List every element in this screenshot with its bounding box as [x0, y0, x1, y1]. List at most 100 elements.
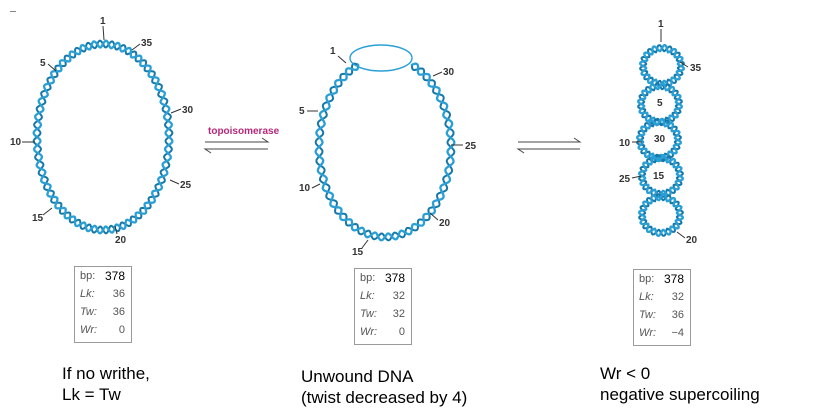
lk-key: Lk:	[639, 291, 654, 303]
tw-row: Tw: 36	[75, 303, 131, 321]
bp-row: bp: 378	[75, 267, 131, 285]
panel-unwound-caption: Unwound DNA (twist decreased by 4)	[301, 366, 467, 408]
position-label: 25	[465, 141, 477, 152]
wr-key: Wr:	[639, 327, 657, 339]
tick-line	[311, 183, 321, 189]
tick-line	[169, 179, 180, 185]
position-label: 35	[141, 38, 153, 49]
dna-strand-front	[638, 193, 684, 237]
position-label: 5	[40, 58, 46, 69]
panel-relaxed-caption: If no writhe, Lk = Tw	[62, 363, 150, 405]
caption-line-2: negative supercoiling	[600, 385, 760, 404]
position-label: 20	[686, 235, 698, 246]
tw-key: Tw:	[80, 306, 97, 318]
tw-row: Tw: 36	[634, 306, 690, 324]
lk-row: Lk: 36	[75, 285, 131, 303]
bp-key: bp:	[360, 272, 376, 284]
position-label: 30	[182, 105, 194, 116]
position-label: 25	[180, 180, 192, 191]
caption-line-2: Lk = Tw	[62, 385, 121, 404]
lk-value: 32	[671, 291, 684, 303]
bp-key: bp:	[80, 270, 96, 282]
panel-supercoiled-caption: Wr < 0 negative supercoiling	[600, 363, 760, 405]
bp-value: 378	[384, 271, 405, 285]
tw-row: Tw: 32	[355, 305, 411, 323]
position-label: 10	[10, 137, 22, 148]
dna-strand-front	[314, 62, 456, 242]
tick-line	[676, 231, 686, 239]
position-label: 20	[439, 218, 451, 229]
dna-strand-front	[639, 44, 685, 88]
dna-strand-front	[637, 82, 683, 126]
panel-relaxed-position-labels: 1 5 10 15 20 25 30 35	[10, 16, 194, 246]
tick-line	[679, 61, 689, 68]
position-label: 10	[619, 138, 631, 149]
equilibrium-arrow-2	[516, 137, 582, 154]
wr-key: Wr:	[360, 326, 378, 338]
caption-line-1: Wr < 0	[600, 364, 651, 383]
tw-key: Tw:	[360, 308, 377, 320]
bp-value: 378	[663, 272, 684, 286]
position-label: 25	[619, 174, 631, 185]
wr-row: Wr: 0	[75, 321, 131, 339]
tick-line	[432, 71, 443, 77]
caption-line-1: Unwound DNA	[301, 367, 414, 386]
tick-line	[47, 63, 57, 72]
position-label: 30	[654, 134, 666, 145]
panel-supercoiled-position-labels: 1 35 5 10 30 25 15 20	[619, 19, 702, 246]
wr-value: 0	[118, 324, 125, 336]
panel-unwound-info-box: bp: 378 Lk: 32 Tw: 32 Wr: 0	[354, 268, 412, 345]
position-label: 5	[657, 98, 663, 109]
position-label: 20	[115, 235, 127, 246]
dna-strand-back	[639, 44, 685, 88]
panel-unwound-position-labels: 1 5 10 15 20 25 30	[299, 46, 477, 258]
tw-value: 36	[112, 306, 125, 318]
tw-value: 36	[671, 309, 684, 321]
equilibrium-arrow-1	[203, 137, 270, 154]
lk-key: Lk:	[80, 288, 95, 300]
tw-value: 32	[392, 308, 405, 320]
lk-row: Lk: 32	[355, 287, 411, 305]
panel-supercoiled-info-box: bp: 378 Lk: 32 Tw: 36 Wr: −4	[633, 269, 691, 346]
tick-line	[170, 108, 182, 114]
dna-strand-front	[638, 154, 684, 198]
tick-line	[429, 212, 439, 221]
wr-row: Wr: −4	[634, 324, 690, 342]
position-label: 30	[443, 67, 455, 78]
tick-line	[361, 239, 369, 249]
bp-value: 378	[104, 269, 125, 283]
tick-line	[42, 207, 53, 216]
position-label: 1	[100, 16, 106, 27]
bp-row: bp: 378	[634, 270, 690, 288]
wr-key: Wr:	[80, 324, 98, 336]
caption-line-1: If no writhe,	[62, 364, 150, 383]
position-label: 15	[352, 247, 364, 258]
tick-line	[631, 175, 642, 179]
unwound-bubble	[349, 44, 413, 72]
corner-mark	[10, 11, 16, 12]
dna-strand-front	[32, 39, 174, 235]
tick-line	[131, 43, 141, 51]
position-label: 10	[299, 183, 311, 194]
lk-key: Lk:	[360, 290, 375, 302]
tick-line	[114, 225, 118, 235]
tick-line	[337, 55, 347, 64]
wr-row: Wr: 0	[355, 323, 411, 341]
wr-value: 0	[398, 326, 405, 338]
lk-value: 32	[392, 290, 405, 302]
enzyme-label: topoisomerase	[208, 126, 280, 137]
lk-value: 36	[112, 288, 125, 300]
lk-row: Lk: 32	[634, 288, 690, 306]
caption-line-2: (twist decreased by 4)	[301, 388, 468, 407]
tick-line	[102, 25, 105, 41]
tw-key: Tw:	[639, 309, 656, 321]
dna-helices	[32, 39, 685, 242]
dna-strand-back	[638, 193, 684, 237]
position-label: 1	[330, 46, 336, 57]
position-label: 5	[299, 106, 305, 117]
position-label: 15	[653, 171, 665, 182]
panel-relaxed-info-box: bp: 378 Lk: 36 Tw: 36 Wr: 0	[74, 266, 132, 343]
wr-value: −4	[671, 327, 684, 339]
bp-key: bp:	[639, 273, 655, 285]
